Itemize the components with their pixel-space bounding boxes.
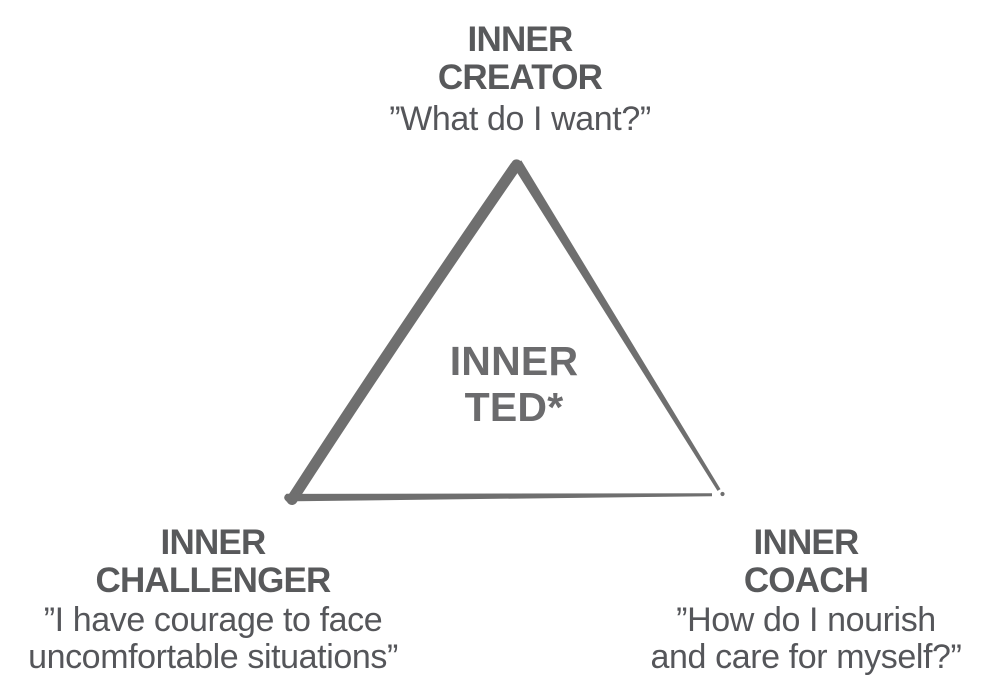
- bottom-left-vertex-quote: ”I have courage to face uncomfortable si…: [28, 602, 398, 676]
- top-vertex-title: INNER CREATOR: [389, 21, 651, 97]
- center-label: INNER TED*: [450, 338, 579, 430]
- bottom-right-vertex-quote: ”How do I nourish and care for myself?”: [651, 602, 962, 676]
- bottom-right-vertex-title-line2: COACH: [743, 561, 869, 600]
- triangle-bottom-end-dot: [720, 491, 725, 497]
- vertex-label-top: INNER CREATOR ”What do I want?”: [389, 21, 651, 139]
- top-vertex-quote: ”What do I want?”: [389, 99, 651, 139]
- bottom-right-vertex-title: INNER COACH: [651, 524, 962, 600]
- triangle-right-edge: [512, 160, 721, 491]
- bottom-left-vertex-title-line1: INNER: [160, 523, 267, 562]
- bottom-left-vertex-quote-line2: uncomfortable situations”: [28, 638, 398, 676]
- triangle-bottom-edge: [286, 493, 712, 502]
- bottom-right-vertex-title-line1: INNER: [753, 523, 860, 562]
- triangle-left-edge: [286, 161, 521, 505]
- top-vertex-title-line1: INNER: [467, 20, 574, 59]
- vertex-label-bottom-right: INNER COACH ”How do I nourish and care f…: [651, 524, 962, 676]
- top-vertex-quote-line1: ”What do I want?”: [389, 100, 651, 138]
- center-label-line1: INNER: [449, 338, 579, 384]
- bottom-right-vertex-quote-line2: and care for myself?”: [650, 638, 962, 676]
- top-vertex-title-line2: CREATOR: [437, 58, 603, 97]
- bottom-right-vertex-quote-line1: ”How do I nourish: [676, 601, 936, 639]
- bottom-left-vertex-quote-line1: ”I have courage to face: [43, 601, 383, 639]
- bottom-left-vertex-title-line2: CHALLENGER: [95, 561, 331, 600]
- vertex-label-bottom-left: INNER CHALLENGER ”I have courage to face…: [28, 524, 398, 676]
- center-label-line2: TED*: [464, 384, 564, 430]
- bottom-left-vertex-title: INNER CHALLENGER: [28, 524, 398, 600]
- triangle-bottom-left-cap: [284, 493, 292, 502]
